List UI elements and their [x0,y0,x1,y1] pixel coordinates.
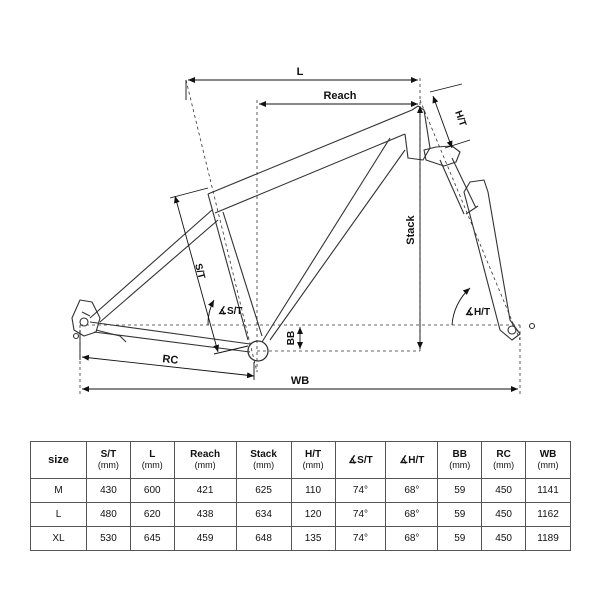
reach-label: Reach [323,90,356,102]
bike-frame [71,105,536,362]
cell-size: L [30,502,87,527]
header-stack: Stack(mm) [235,441,292,479]
cell-bb: 59 [437,526,483,551]
ht-dimension [432,95,453,149]
header-ht: H/T(mm) [290,441,336,479]
cell-st-angle: 74° [334,526,387,551]
st-label: S/T [192,262,207,280]
cell-rc: 450 [481,502,527,527]
cell-st-angle: 74° [334,478,387,503]
header-st: S/T(mm) [86,441,131,479]
geometry-table: size S/T(mm) L(mm) Reach(mm) Stack(mm) H… [30,441,571,551]
header-reach: Reach(mm) [173,441,237,479]
cell-reach: 421 [173,478,237,503]
header-rc: RC(mm) [481,441,527,479]
rear-dropout [71,299,101,337]
cell-ht-angle: 68° [385,478,439,503]
table-row: M 430 600 421 625 110 74° 68° 59 450 114… [30,478,571,503]
header-st-angle: ∡S/T [334,441,387,479]
cell-bb: 59 [437,478,483,503]
cell-stack: 634 [235,502,292,527]
rc-label: RC [162,353,179,367]
cell-size: M [30,478,87,503]
cell-st: 480 [86,502,131,527]
header-l: L(mm) [129,441,175,479]
header-bb: BB(mm) [437,441,483,479]
cell-rc: 450 [481,526,527,551]
dimension-labels: L Reach H/T Stack S/T ∡S/T ∡H/T BB RC WB [162,66,490,387]
stack-label: Stack [405,214,417,244]
head-tube [404,105,431,161]
cell-stack: 625 [235,478,292,503]
cell-l: 645 [129,526,175,551]
ht-label: H/T [452,109,468,128]
bb-label: BB [286,331,297,345]
l-label: L [297,66,304,78]
table-row: XL 530 645 459 648 135 74° 68° 59 450 11… [30,526,571,551]
bottom-bracket [247,340,269,362]
ht-angle-arc [451,287,471,326]
cell-bb: 59 [437,502,483,527]
cell-st: 530 [86,526,131,551]
dimension-lines [79,77,518,392]
wb-label: WB [291,375,309,387]
ht-angle-label: ∡H/T [465,307,490,318]
header-wb: WB(mm) [525,441,571,479]
header-ht-angle: ∡H/T [385,441,439,479]
cell-ht-angle: 68° [385,526,439,551]
cell-l: 620 [129,502,175,527]
cell-reach: 438 [173,502,237,527]
cell-st-angle: 74° [334,502,387,527]
cell-ht: 135 [290,526,336,551]
st-angle-arc [207,299,215,326]
top-tube [207,109,413,214]
cell-ht-angle: 68° [385,502,439,527]
cell-stack: 648 [235,526,292,551]
cell-ht: 110 [290,478,336,503]
cell-reach: 459 [173,526,237,551]
st-dimension [173,195,220,353]
cell-rc: 450 [481,478,527,503]
seat-tube [207,193,263,341]
rc-dimension [81,354,255,379]
cell-wb: 1162 [525,502,571,527]
chain-stay [89,321,251,353]
geometry-table-header: size S/T(mm) L(mm) Reach(mm) Stack(mm) H… [30,441,571,479]
header-size: size [30,441,87,479]
table-row: L 480 620 438 634 120 74° 68° 59 450 116… [30,502,571,527]
bike-geometry-diagram: L Reach H/T Stack S/T ∡S/T ∡H/T BB RC WB [71,66,536,395]
cell-wb: 1141 [525,478,571,503]
cell-wb: 1189 [525,526,571,551]
cell-size: XL [30,526,87,551]
cell-l: 600 [129,478,175,503]
cell-ht: 120 [290,502,336,527]
st-angle-label: ∡S/T [218,306,243,317]
cell-st: 430 [86,478,131,503]
down-tube [261,137,406,343]
